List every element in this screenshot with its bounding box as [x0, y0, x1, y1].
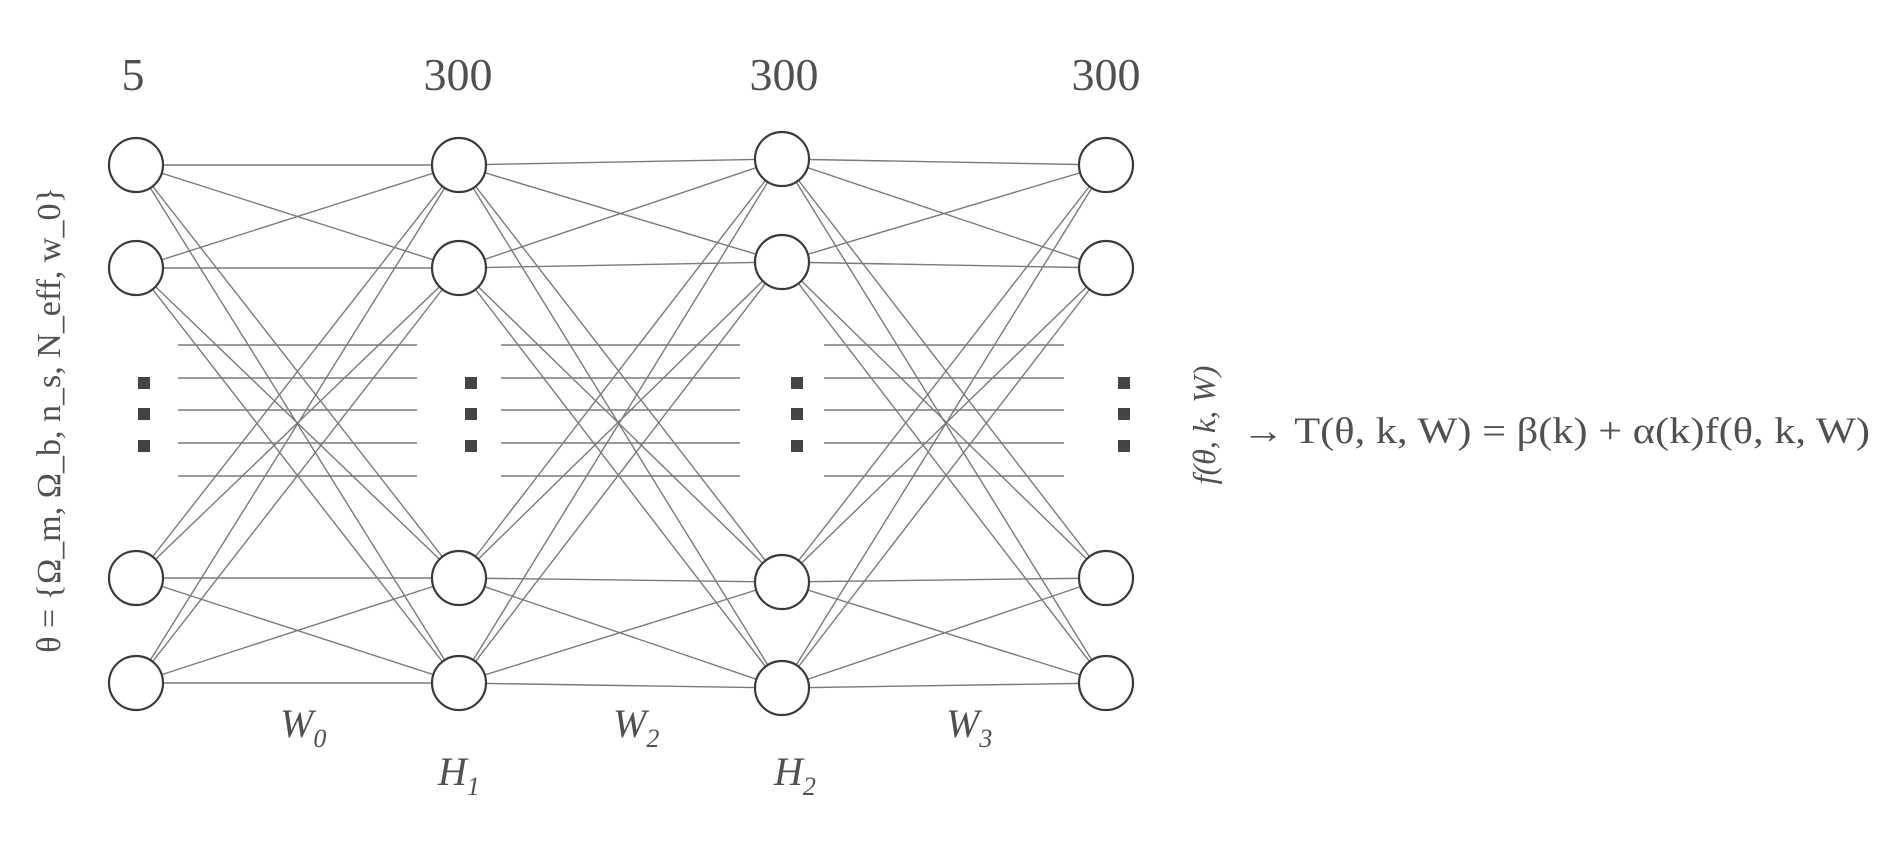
- weight-label-w3: W3: [946, 701, 992, 753]
- ellipsis-dots: [138, 377, 1130, 452]
- edge-l2-n1-to-n1: [781, 261, 1107, 269]
- neuron-layer-3-0: [1077, 136, 1135, 194]
- ellipsis-dot-layer-0-1: [138, 408, 150, 420]
- neuron-layer-0-2: [107, 549, 165, 607]
- neuron-layer-3-1: [1077, 239, 1135, 297]
- ellipsis-gap-layer-0: [94, 335, 178, 485]
- neuron-layer-2-1: [753, 233, 811, 291]
- edge-l1-n2-to-n0: [458, 158, 783, 579]
- edge-l1-n2-to-n2: [458, 577, 783, 583]
- edge-l1-n0-to-n2: [458, 164, 783, 583]
- ellipsis-dot-layer-0-2: [138, 440, 150, 452]
- hidden-label-h1: H1: [437, 749, 480, 801]
- ellipsis-dot-layer-2-1: [791, 408, 803, 420]
- neuron-layer-2-3: [753, 659, 811, 717]
- edge-l1-n3-to-n2: [458, 581, 783, 684]
- edge-l2-n1-to-n3: [781, 261, 1107, 684]
- edge-l0-n2-to-n0: [135, 164, 460, 579]
- edge-l2-n3-to-n3: [781, 682, 1107, 689]
- edge-l2-n3-to-n2: [781, 577, 1107, 689]
- edge-l1-n1-to-n1: [458, 261, 783, 269]
- edge-l2-n0-to-n0: [781, 158, 1107, 166]
- ellipsis-gap-layer-2: [740, 335, 824, 485]
- layer-size-hidden-1: 300: [424, 49, 493, 100]
- layer-size-hidden-2: 300: [750, 49, 819, 100]
- layer-size-input: 5: [122, 49, 145, 100]
- ellipsis-gap-layer-3: [1064, 335, 1148, 485]
- edge-l1-n3-to-n0: [458, 158, 783, 684]
- neuron-layer-2-0: [753, 130, 811, 188]
- edge-l0-n1-to-n0: [135, 164, 460, 269]
- neuron-layer-0-3: [107, 654, 165, 712]
- output-function-label: f(θ, k, W): [1186, 366, 1222, 485]
- edge-l2-n3-to-n0: [781, 164, 1107, 689]
- layer-size-output: 300: [1072, 49, 1141, 100]
- edge-l1-n0-to-n3: [458, 164, 783, 689]
- ellipsis-dot-layer-3-0: [1118, 377, 1130, 389]
- edge-l2-n2-to-n0: [781, 164, 1107, 583]
- neuron-layer-0-1: [107, 239, 165, 297]
- neuron-layer-3-3: [1077, 654, 1135, 712]
- edge-l1-n1-to-n0: [458, 158, 783, 269]
- edge-l1-n1-to-n3: [458, 267, 783, 689]
- ellipsis-dot-layer-1-1: [465, 408, 477, 420]
- ellipsis-gaps: [94, 335, 1148, 485]
- edge-l2-n2-to-n2: [781, 577, 1107, 583]
- neuron-layer-1-3: [430, 654, 488, 712]
- ellipsis-gap-layer-1: [417, 335, 501, 485]
- emulator-formula: → T(θ, k, W) = β(k) + α(k)f(θ, k, W): [1242, 411, 1870, 452]
- edge-l1-n1-to-n2: [458, 267, 783, 583]
- ellipsis-dot-layer-3-1: [1118, 408, 1130, 420]
- edge-l2-n1-to-n2: [781, 261, 1107, 579]
- input-parameters-label: θ = {Ω_m, Ω_b, n_s, N_eff, w_0}: [31, 187, 68, 653]
- ellipsis-dot-layer-2-0: [791, 377, 803, 389]
- edge-l0-n3-to-n0: [135, 164, 460, 684]
- neuron-layer-0-0: [107, 136, 165, 194]
- ellipsis-dot-layer-1-0: [465, 377, 477, 389]
- edge-l1-n3-to-n1: [458, 261, 783, 684]
- neuron-layer-1-0: [430, 136, 488, 194]
- weight-label-w2: W2: [613, 701, 659, 753]
- edge-l2-n1-to-n0: [781, 164, 1107, 263]
- neuron-layer-2-2: [753, 553, 811, 611]
- network-nodes: [107, 130, 1135, 717]
- ellipsis-dot-layer-1-2: [465, 440, 477, 452]
- neuron-layer-3-2: [1077, 549, 1135, 607]
- hidden-label-h2: H2: [773, 749, 816, 801]
- ellipsis-dot-layer-0-0: [138, 377, 150, 389]
- connection-edges: [135, 158, 1107, 689]
- edge-l1-n3-to-n3: [458, 682, 783, 689]
- edge-l1-n0-to-n0: [458, 158, 783, 166]
- ellipsis-dot-layer-2-2: [791, 440, 803, 452]
- ellipsis-dot-layer-3-2: [1118, 440, 1130, 452]
- edge-l0-n3-to-n2: [135, 577, 460, 684]
- edge-l2-n3-to-n1: [781, 267, 1107, 689]
- edge-l2-n0-to-n3: [781, 158, 1107, 684]
- neuron-layer-1-2: [430, 549, 488, 607]
- weight-label-w0: W0: [280, 701, 326, 753]
- neuron-layer-1-1: [430, 239, 488, 297]
- edge-l2-n0-to-n2: [781, 158, 1107, 579]
- edge-l2-n2-to-n1: [781, 267, 1107, 583]
